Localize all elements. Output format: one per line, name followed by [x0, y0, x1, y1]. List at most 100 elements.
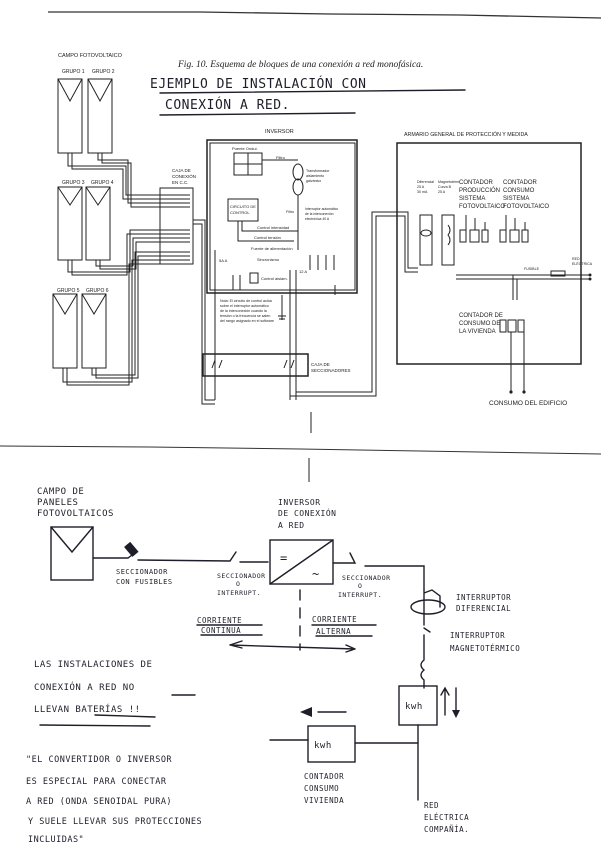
ac-symbol: ~ [312, 567, 320, 581]
current-control-line [241, 221, 298, 232]
grid-terminal-2 [588, 277, 592, 281]
hand-pv-triangle [50, 526, 94, 554]
control-label: CIRCUITO DE [230, 204, 256, 209]
svg-text:INTERRUPTOR: INTERRUPTOR [456, 593, 511, 602]
cabinet-wiring [400, 211, 590, 392]
svg-text:CONTADOR: CONTADOR [459, 180, 494, 186]
inverter-title: INVERSOR [265, 129, 294, 135]
hand-inverter-box [269, 539, 334, 585]
disconnect-box-label-2: SECCIONADORES [311, 368, 351, 373]
consumption-meter-label: CONTADOR CONSUMO SISTEMA FOTOVOLTAICO [503, 180, 549, 210]
svg-text:Diferencial: Diferencial [417, 180, 434, 184]
pv-panel [81, 293, 107, 369]
dc-current-label: CORRIENTE CONTINUA [197, 616, 242, 635]
voltage-control-line [237, 221, 294, 242]
svg-text:CONEXIÓN A RED NO: CONEXIÓN A RED NO [34, 681, 135, 693]
svg-text:Curva B: Curva B [438, 185, 452, 189]
svg-text:SECCIONADOR: SECCIONADOR [217, 572, 266, 580]
svg-text:Nota: El circuito de control a: Nota: El circuito de control actúa [220, 299, 272, 303]
bridge-switch-lines [234, 153, 262, 175]
pv-group-1-label: GRUPO 1 [62, 69, 85, 75]
svg-text:SISTEMA: SISTEMA [459, 196, 485, 202]
isolation-control-box [249, 272, 259, 284]
sync-label: Sincronismo [257, 257, 280, 262]
handwritten-title-line1: EJEMPLO DE INSTALACIÓN CON [150, 76, 367, 92]
svg-text:25 A: 25 A [417, 185, 425, 189]
figure-caption: Fig. 10. Esquema de bloques de una conex… [177, 59, 423, 70]
building-terminal-2 [522, 390, 526, 394]
ground-icon [278, 295, 286, 320]
pv-field-label: CAMPO FOTOVOLTAICO [58, 53, 123, 59]
svg-text:PANELES: PANELES [37, 498, 78, 508]
svg-text:Magnetotérm.: Magnetotérm. [438, 180, 460, 184]
differential-switch-lines [423, 589, 441, 626]
svg-text:ALTERNA: ALTERNA [316, 627, 351, 636]
hand-inverter-label: INVERSOR DE CONEXIÓN A RED [278, 498, 336, 530]
fuse-label: FUSIBLE [524, 267, 540, 271]
svg-text:SECCIONADOR: SECCIONADOR [342, 574, 391, 582]
dc-box-output [193, 219, 215, 401]
inverter-box [206, 139, 358, 294]
svg-text:LLEVAN BATERÍAS !!: LLEVAN BATERÍAS !! [34, 703, 141, 715]
dc-current-underline [196, 624, 263, 636]
dc-box-label-3: EN C.C. [172, 180, 189, 185]
svg-text:ELÉCTRICA: ELÉCTRICA [424, 813, 469, 822]
voltage-control-label: Control tensión [254, 235, 281, 240]
svg-text:CONTADOR: CONTADOR [304, 772, 344, 781]
svg-text:INCLUIDAS": INCLUIDAS" [28, 835, 84, 845]
fold-marks [308, 412, 312, 482]
svg-text:O: O [236, 580, 240, 588]
magnetothermal-label: INTERRUPTOR MAGNETOTÉRMICO [450, 631, 520, 653]
svg-text:CONSUMO: CONSUMO [304, 784, 339, 793]
fused-disconnector-label: SECCIONADOR CON FUSIBLES [116, 568, 172, 586]
filter-label: Filtro [276, 155, 286, 160]
svg-text:A RED: A RED [278, 521, 305, 530]
svg-text:LAS INSTALACIONES DE: LAS INSTALACIONES DE [34, 660, 152, 670]
transformer-label-3: galvánico [306, 179, 321, 183]
pv-panel [52, 293, 78, 369]
pv-group-6-label: GRUPO 6 [86, 288, 109, 294]
current-direction-arrows [229, 640, 356, 653]
hand-ac-line [332, 552, 425, 591]
grid-company-label: RED ELÉCTRICA COMPAÑÍA. [424, 801, 469, 834]
home-meter-label: CONTADOR DE CONSUMO DE LA VIVIENDA [459, 313, 503, 335]
grid-label-2: ELÉCTRICA [572, 261, 593, 266]
svg-text:ES ESPECIAL PARA CONECTAR: ES ESPECIAL PARA CONECTAR [26, 777, 167, 787]
dc-fuse-label: 5A A [219, 258, 228, 263]
svg-text:COMPAÑÍA.: COMPAÑÍA. [424, 825, 469, 834]
pv-group-5-label: GRUPO 5 [57, 288, 80, 294]
dc-box-label-2: CONEXIÓN [172, 173, 196, 179]
svg-text:CONTADOR: CONTADOR [503, 180, 538, 186]
control-circuit-box [227, 198, 259, 222]
title-underline-2 [159, 112, 356, 116]
filter2-label: Filtro [286, 210, 294, 214]
svg-text:tensión o la frecuencia se sal: tensión o la frecuencia se salen [220, 314, 270, 318]
dc-symbol: = [280, 551, 288, 565]
fuse-icon [550, 270, 566, 277]
pv-panel-triangle [57, 78, 83, 103]
note-inverter: "EL CONVERTIDOR O INVERSOR ES ESPECIAL P… [26, 755, 202, 845]
building-consumption-label: CONSUMO DEL EDIFICIO [489, 400, 567, 407]
svg-text:SECCIONADOR: SECCIONADOR [116, 568, 168, 576]
down-arrow-head [452, 710, 460, 718]
pv-panel-triangle [87, 78, 113, 103]
svg-text:CONTINUA: CONTINUA [201, 626, 241, 635]
dc-box-output-2 [193, 223, 215, 405]
inverter-inner-box [209, 142, 356, 291]
ac-feed-line-2 [289, 215, 400, 397]
svg-text:del rango asignado en el softw: del rango asignado en el software [220, 319, 274, 323]
current-control-label: Control intensidad [257, 225, 289, 230]
pv-group-3: GRUPO 3 [57, 180, 85, 261]
pv-panel [85, 186, 111, 261]
left-arrow-head [300, 707, 312, 717]
pv-panel [57, 186, 83, 261]
svg-text:FOTOVOLTAICOS: FOTOVOLTAICOS [37, 509, 114, 519]
pv-wiring [62, 153, 190, 386]
svg-text:INTERRUPTOR: INTERRUPTOR [450, 631, 505, 640]
svg-text:INTERRUPT.: INTERRUPT. [338, 591, 382, 599]
svg-text:INVERSOR: INVERSOR [278, 498, 321, 507]
differential-switch-icon [410, 599, 446, 615]
hand-pv-panel [50, 526, 94, 581]
grid-terminal [588, 273, 592, 277]
